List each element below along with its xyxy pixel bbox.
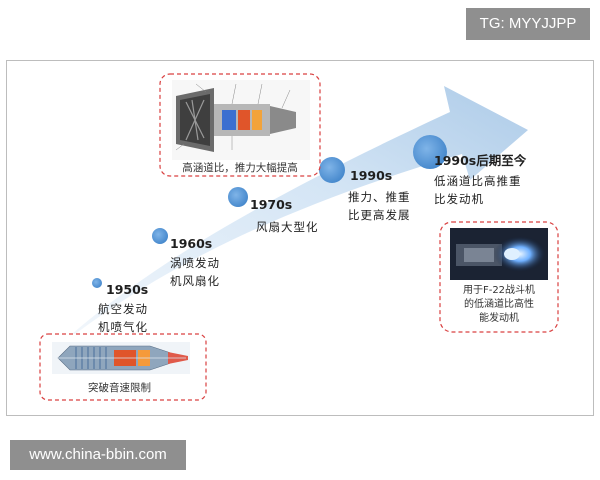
milestone-desc-1990s-late: 低涵道比高推重 比发动机 [434,174,522,206]
milestone-dot-1950s [92,278,102,288]
milestone-year-1970s: 1970s [250,197,293,212]
caption-f22-engine: 用于F-22战斗机 的低涵道比高性 能发动机 [462,285,536,324]
milestone-year-1990s-late: 1990s后期至今 [434,153,527,168]
image-turbofan [159,73,321,177]
milestone-desc-1950s: 航空发动 机喷气化 [98,302,148,334]
caption-jet-engine: 突破音速限制 [88,382,151,394]
milestone-year-1950s: 1950s [106,282,149,297]
watermark-bottom-left: www.china-bbin.com [10,440,186,470]
milestone-desc-1960s: 涡喷发动 机风扇化 [170,256,220,288]
caption-turbofan: 高涵道比，推力大幅提高 [182,162,298,174]
milestone-dot-1990s [319,157,345,183]
watermark-top-right: TG: MYYJJPP [466,8,590,40]
milestone-dot-1970s [228,187,248,207]
milestone-desc-1990s: 推力、推重 比更高发展 [348,190,411,222]
milestone-year-1990s: 1990s [350,168,393,183]
milestone-dot-1960s [152,228,168,244]
milestone-dot-1990s-late [413,135,447,169]
image-jet-engine [39,333,207,401]
milestone-desc-1970s: 风扇大型化 [256,220,319,234]
image-f22-engine [439,221,559,333]
milestone-year-1960s: 1960s [170,236,213,251]
timeline-arrow [52,86,528,352]
